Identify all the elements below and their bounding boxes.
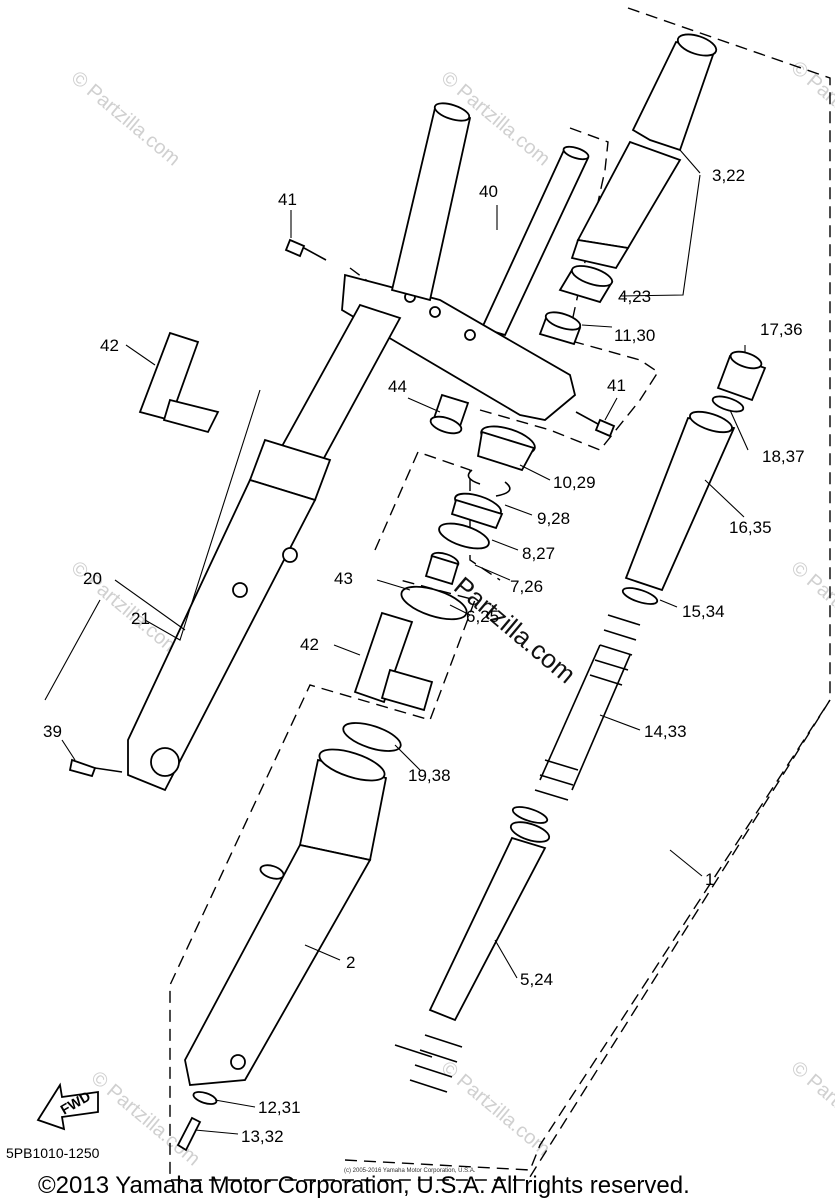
upper-bracket — [341, 273, 577, 421]
callout-12-31: 12,31 — [258, 1098, 301, 1117]
left-fork-assembly — [127, 102, 472, 792]
callout-7-26: 7,26 — [510, 577, 543, 596]
leader-lines — [44, 149, 749, 1135]
fork-inner-tube-upper — [570, 33, 718, 270]
callout-10-29: 10,29 — [553, 473, 596, 492]
callout-1: 1 — [705, 870, 714, 889]
diagram-code: 5PB1010-1250 — [6, 1145, 100, 1161]
callout-39: 39 — [43, 722, 62, 741]
fwd-arrow: FWD — [36, 1082, 99, 1131]
callout-44: 44 — [388, 377, 407, 396]
callout-19-38: 19,38 — [408, 766, 451, 785]
callout-42-lower: 42 — [300, 635, 319, 654]
callout-13-32: 13,32 — [241, 1127, 284, 1146]
callout-8-27: 8,27 — [522, 544, 555, 563]
watermark-1: © Partzilla.com — [67, 67, 184, 170]
callout-4-23: 4,23 — [618, 287, 651, 306]
cap-and-spacer — [624, 350, 767, 592]
callouts: 3,22 4,23 11,30 40 41 41 42 42 44 17,36 … — [43, 166, 805, 1146]
callout-41-upper: 41 — [278, 190, 297, 209]
callout-17-36: 17,36 — [760, 320, 803, 339]
callout-18-37: 18,37 — [762, 447, 805, 466]
watermark-3: © Partzilla.com — [787, 57, 835, 160]
seal-stack — [400, 393, 536, 621]
callout-21: 21 — [131, 609, 150, 628]
bolts — [68, 238, 616, 778]
callout-42-upper: 42 — [100, 336, 119, 355]
callout-15-34: 15,34 — [682, 602, 725, 621]
steering-shaft — [480, 145, 590, 337]
watermark-7: © Partzilla.com — [437, 1057, 554, 1160]
callout-6-25: 6,25 — [466, 607, 499, 626]
callout-40: 40 — [479, 182, 498, 201]
callout-11-30: 11,30 — [614, 326, 655, 345]
watermark-8: © Partzilla.com — [787, 1057, 835, 1160]
bushings — [538, 265, 614, 346]
callout-43: 43 — [334, 569, 353, 588]
drain-bolt — [176, 1091, 218, 1152]
outer-tube-assembly — [184, 722, 402, 1086]
fork-covers — [138, 331, 434, 712]
watermark-6: © Partzilla.com — [87, 1067, 204, 1170]
callout-14-33: 14,33 — [644, 722, 687, 741]
copyright-notice: ©2013 Yamaha Motor Corporation, U.S.A. A… — [38, 1172, 690, 1199]
callout-2: 2 — [346, 953, 355, 972]
callout-41-right: 41 — [607, 376, 626, 395]
callout-3-22: 3,22 — [712, 166, 745, 185]
fork-spring — [511, 587, 659, 824]
tiny-copyright: (c) 2005-2016 Yamaha Motor Corporation, … — [344, 1168, 476, 1174]
callout-16-35: 16,35 — [729, 518, 772, 537]
watermark-5: © Partzilla.com — [787, 557, 835, 660]
callout-20: 20 — [83, 569, 102, 588]
callout-9-28: 9,28 — [537, 509, 570, 528]
callout-5-24: 5,24 — [520, 970, 553, 989]
damper-rod — [394, 821, 551, 1093]
